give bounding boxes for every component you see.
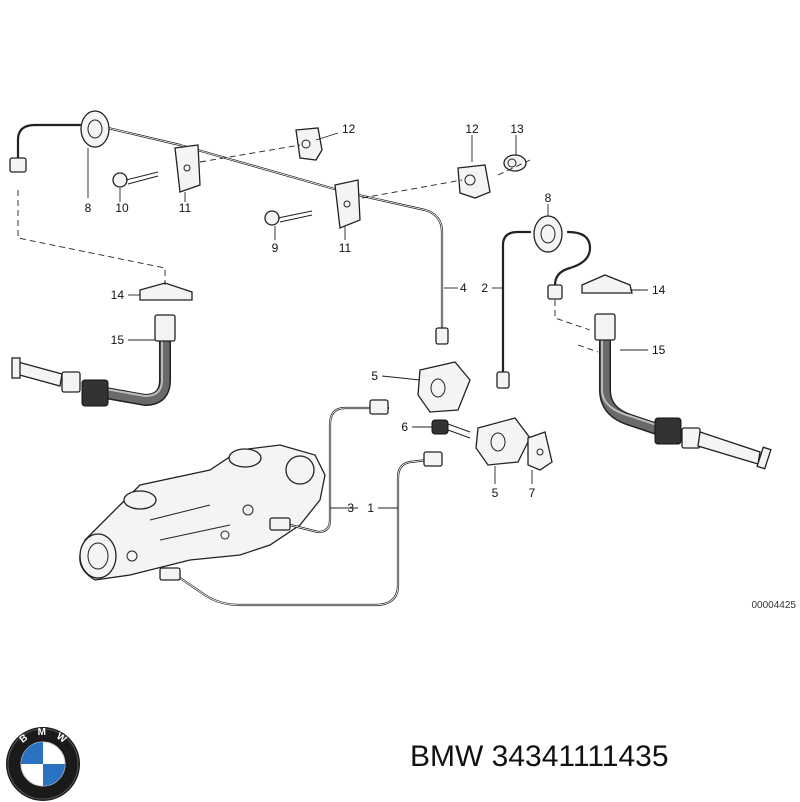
label-4: 4	[460, 281, 467, 295]
label-15-left: 15	[111, 333, 125, 347]
label-6: 6	[401, 420, 408, 434]
label-14-right: 14	[652, 283, 666, 297]
part-number: 34341111435	[491, 740, 669, 773]
grommets	[80, 110, 563, 253]
label-2: 2	[481, 281, 488, 295]
label-10: 10	[115, 201, 129, 215]
label-9: 9	[272, 241, 279, 255]
label-5-lower: 5	[492, 486, 499, 500]
pipe-fittings	[9, 157, 563, 581]
label-11-right: 11	[339, 241, 352, 255]
label-12-left: 12	[342, 122, 356, 136]
brake-hoses	[11, 313, 772, 470]
reference-lines	[17, 144, 599, 353]
parts-diagram: 8 10 11 12 12 13 9 11 8 14 15 14 15 4 2 …	[9, 110, 797, 611]
retainers	[295, 127, 527, 199]
diagram-reference-code: 00004425	[752, 600, 797, 611]
label-1: 1	[367, 501, 374, 515]
clips	[174, 144, 361, 229]
label-15-right: 15	[652, 343, 666, 357]
part-labels: 8 10 11 12 12 13 9 11 8 14 15 14 15 4 2 …	[85, 122, 797, 611]
part-caption: BMW 34341111435	[410, 740, 790, 774]
label-8-right: 8	[545, 191, 552, 205]
master-cylinder	[79, 444, 326, 581]
label-12-right: 12	[465, 122, 479, 136]
label-13: 13	[510, 122, 524, 136]
brake-pipes	[16, 123, 592, 607]
bleed-screw	[431, 419, 471, 439]
t-pieces	[417, 361, 531, 466]
screws	[112, 171, 313, 226]
brand-name: BMW	[410, 740, 484, 773]
label-11-left: 11	[179, 201, 192, 215]
bmw-logo: B M W	[6, 727, 80, 801]
brackets	[139, 274, 633, 301]
leader-lines	[87, 132, 648, 509]
label-5-upper: 5	[371, 369, 378, 383]
logo-quadrant-bottom-right	[43, 764, 65, 786]
holder-bracket	[527, 431, 553, 471]
label-3: 3	[347, 501, 354, 515]
label-8-left: 8	[85, 201, 92, 215]
label-14-left: 14	[111, 288, 125, 302]
label-7: 7	[529, 486, 536, 500]
logo-quadrant-top-left	[21, 742, 43, 764]
